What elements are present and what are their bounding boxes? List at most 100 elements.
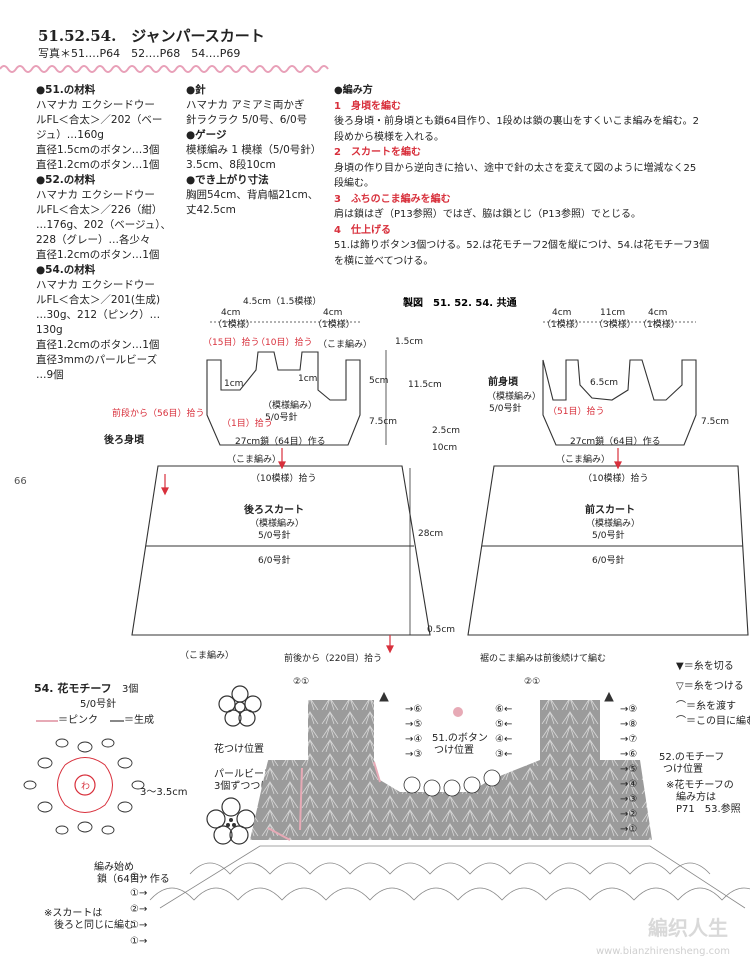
start-label: 編み始め [94, 862, 134, 873]
tools-line: 3.5cm、8段10cm [186, 159, 276, 171]
svg-text:（1模様）: （1模様） [313, 318, 355, 330]
tools-line: ●針 [186, 84, 206, 96]
legend-white: ＝生成 [124, 715, 154, 726]
svg-text:（1模様）: （1模様） [213, 318, 255, 330]
svg-text:後ろ身頃: 後ろ身頃 [104, 433, 145, 446]
tools-line: ●ゲージ [186, 129, 227, 141]
svg-text:①→: ①→ [130, 872, 147, 883]
method-heading: ●編み方 [334, 85, 373, 96]
tools-line: 模様編み 1 模様（5/0号針） [186, 144, 322, 156]
tools-line: ●でき上がり寸法 [186, 174, 269, 186]
svg-text:前段から（56目）拾う: 前段から（56目）拾う [112, 407, 204, 419]
svg-text:→⑥: →⑥ [405, 704, 422, 715]
svg-text:4cm: 4cm [221, 308, 240, 318]
svg-text:→④: →④ [620, 779, 637, 790]
svg-text:後ろスカート: 後ろスカート [244, 503, 304, 516]
svg-text:→⑥: →⑥ [620, 749, 637, 760]
svg-text:（模様編み）: （模様編み） [250, 517, 304, 529]
materials-line: ●52.の材料 [36, 174, 96, 186]
svg-text:→②: →② [620, 809, 637, 820]
svg-text:5/0号針: 5/0号針 [592, 529, 625, 541]
motif52-label: 52.のモチーフ [659, 752, 725, 763]
svg-text:→④: →④ [405, 734, 422, 745]
materials-line: …176g、202（ベージュ）、 [36, 219, 172, 231]
svg-text:→⑤: →⑤ [620, 764, 637, 775]
button51-label-2: つけ位置 [434, 745, 474, 756]
materials-line: ジュ）…160g [36, 129, 104, 141]
materials-line: 直径1.2cmのボタン…1個 [36, 249, 160, 261]
svg-text:①→: ①→ [130, 920, 147, 931]
motif-size: 3〜3.5cm [140, 787, 188, 798]
svg-text:2.5cm: 2.5cm [432, 426, 460, 436]
svg-text:4cm: 4cm [552, 308, 571, 318]
motif-title: 54. 花モチーフ [34, 682, 112, 695]
svg-text:②①: ②① [524, 677, 540, 687]
svg-text:11.5cm: 11.5cm [408, 380, 442, 390]
svg-text:1.5cm: 1.5cm [395, 337, 423, 347]
flower-attach-icon [218, 685, 262, 727]
page-number: 66 [14, 476, 27, 487]
photo-reference: 写真＊51.…P64 52.…P68 54.…P69 [38, 47, 241, 60]
svg-text:28cm: 28cm [418, 529, 443, 539]
svg-text:27cm鎖（64目）作る: 27cm鎖（64目）作る [235, 435, 326, 447]
skirt-note: ※スカートは [44, 908, 103, 919]
svg-text:⑥←: ⑥← [495, 704, 512, 715]
legend-prev: ⌒＝この目に編む [676, 716, 750, 727]
materials-list: ●51.の材料 ハマナカ エクシードウー ルFL＜合太＞／202（ベー ジュ）…… [36, 83, 171, 383]
materials-line: ルFL＜合太＞／202（ベー [36, 114, 163, 126]
svg-text:（模様編み）: （模様編み） [263, 399, 317, 411]
materials-line: ハマナカ エクシードウー [36, 189, 155, 201]
step-title: 2 スカートを編む [334, 147, 421, 158]
materials-line: ルFL＜合太＞／226（紺） [36, 204, 163, 216]
front-skirt-outline [467, 465, 749, 636]
svg-text:0.5cm: 0.5cm [427, 625, 455, 635]
tools-line: ハマナカ アミアミ両かぎ [186, 99, 305, 111]
step-title: 3 ふちのこま編みを編む [334, 193, 451, 205]
svg-text:5/0号針: 5/0号針 [489, 402, 522, 414]
svg-text:（10模様）拾う: （10模様）拾う [583, 472, 648, 484]
motif-note-2: 編み方は [676, 792, 716, 803]
svg-text:→⑨: →⑨ [620, 704, 637, 715]
svg-text:（15目）拾う: （15目）拾う [203, 336, 259, 348]
step-text: 51.は飾りボタン3個つける。52.は花モチーフ2個を縦につけ、54.は花モチー… [334, 240, 710, 251]
svg-text:（模様編み）: （模様編み） [487, 390, 541, 402]
legend-pink-swatch [36, 720, 58, 722]
motif-note-3: P71 53.参照 [676, 804, 741, 815]
svg-text:4cm: 4cm [323, 308, 342, 318]
svg-text:②①: ②① [293, 677, 309, 687]
materials-line: 直径1.2cmのボタン…1個 [36, 159, 160, 171]
watermark-url: www.bianzhirensheng.com [595, 946, 730, 957]
legend-cut: ▼＝糸を切る [676, 661, 734, 672]
back-bodice [131, 351, 431, 636]
svg-text:→③: →③ [620, 794, 637, 805]
svg-text:4.5cm（1.5模様）: 4.5cm（1.5模様） [243, 295, 321, 307]
svg-text:前後から（220目）拾う: 前後から（220目）拾う [284, 652, 382, 664]
materials-line: ハマナカ エクシードウー [36, 99, 155, 111]
svg-text:（こま編み）: （こま編み） [318, 338, 372, 350]
legend-white-swatch [110, 720, 124, 722]
attach-position-label: 花つけ位置 [214, 744, 264, 755]
front-bodice [467, 359, 749, 636]
svg-text:①→: ①→ [130, 936, 147, 947]
svg-text:7.5cm: 7.5cm [701, 417, 729, 427]
svg-text:5/0号針: 5/0号針 [265, 411, 298, 423]
svg-text:（51目）拾う: （51目）拾う [548, 405, 604, 417]
beads-label: パールビーズを [214, 769, 284, 780]
stitch-chart: ②① ②① →⑥→⑤→④→③ ⑥←⑤←④←③← →⑨→⑧→⑦→⑥ →⑤→④→③→… [130, 677, 750, 947]
watermark: 編织人生 [648, 916, 728, 940]
svg-text:（3模様）: （3模様） [594, 318, 636, 330]
materials-line: 228（グレー）…各少々 [36, 234, 151, 246]
svg-text:11cm: 11cm [600, 308, 625, 318]
schematic-diagram: 製図 51. 52. 54. 共通 4cm （1模様） 4.5cm（1.5模様）… [104, 295, 749, 664]
materials-line: 直径1.2cmのボタン…1個 [36, 339, 160, 351]
svg-text:1cm: 1cm [224, 379, 243, 389]
tools-line: 胸囲54cm、背肩幅21cm、 [186, 189, 319, 201]
schematic-caption: 製図 51. 52. 54. 共通 [402, 296, 517, 309]
step-text: 段編む。 [334, 178, 374, 189]
materials-line: 130g [36, 324, 63, 336]
page-title: 51.52.54. ジャンパースカート [38, 27, 265, 45]
svg-text:4cm: 4cm [648, 308, 667, 318]
tools-line: 丈42.5cm [186, 204, 236, 216]
legend-pink: ＝ピンク [58, 715, 98, 726]
button51-label: 51.のボタン [432, 733, 488, 744]
